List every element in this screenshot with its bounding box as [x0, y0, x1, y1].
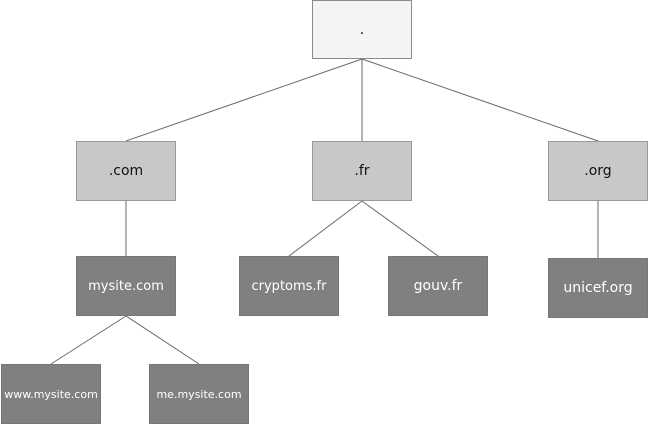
edge-mysite-me [125, 315, 200, 365]
node-cryptoms-label: cryptoms.fr [251, 278, 327, 294]
node-www-label: www.mysite.com [4, 387, 98, 401]
node-unicef-label: unicef.org [563, 280, 633, 296]
node-cryptoms: cryptoms.fr [239, 256, 339, 316]
node-org: .org [548, 141, 648, 201]
node-com-label: .com [108, 163, 144, 179]
node-mysite: mysite.com [76, 256, 176, 316]
edge-fr-gouv [361, 200, 439, 257]
node-gouv-label: gouv.fr [413, 278, 463, 294]
edge-fr-cryptoms [288, 200, 363, 257]
node-unicef: unicef.org [548, 258, 648, 318]
node-me-label: me.mysite.com [156, 387, 242, 401]
node-me: me.mysite.com [149, 364, 249, 424]
node-www: www.mysite.com [1, 364, 101, 424]
node-root-label: . [359, 21, 365, 38]
node-mysite-label: mysite.com [88, 278, 164, 294]
node-fr: .fr [312, 141, 412, 201]
node-fr-label: .fr [354, 163, 370, 179]
node-root: . [312, 0, 412, 59]
node-gouv: gouv.fr [388, 256, 488, 316]
edge-mysite-www [50, 315, 127, 365]
node-org-label: .org [584, 163, 612, 179]
node-com: .com [76, 141, 176, 201]
edge-root-com [125, 58, 363, 142]
edge-root-org [361, 58, 599, 142]
